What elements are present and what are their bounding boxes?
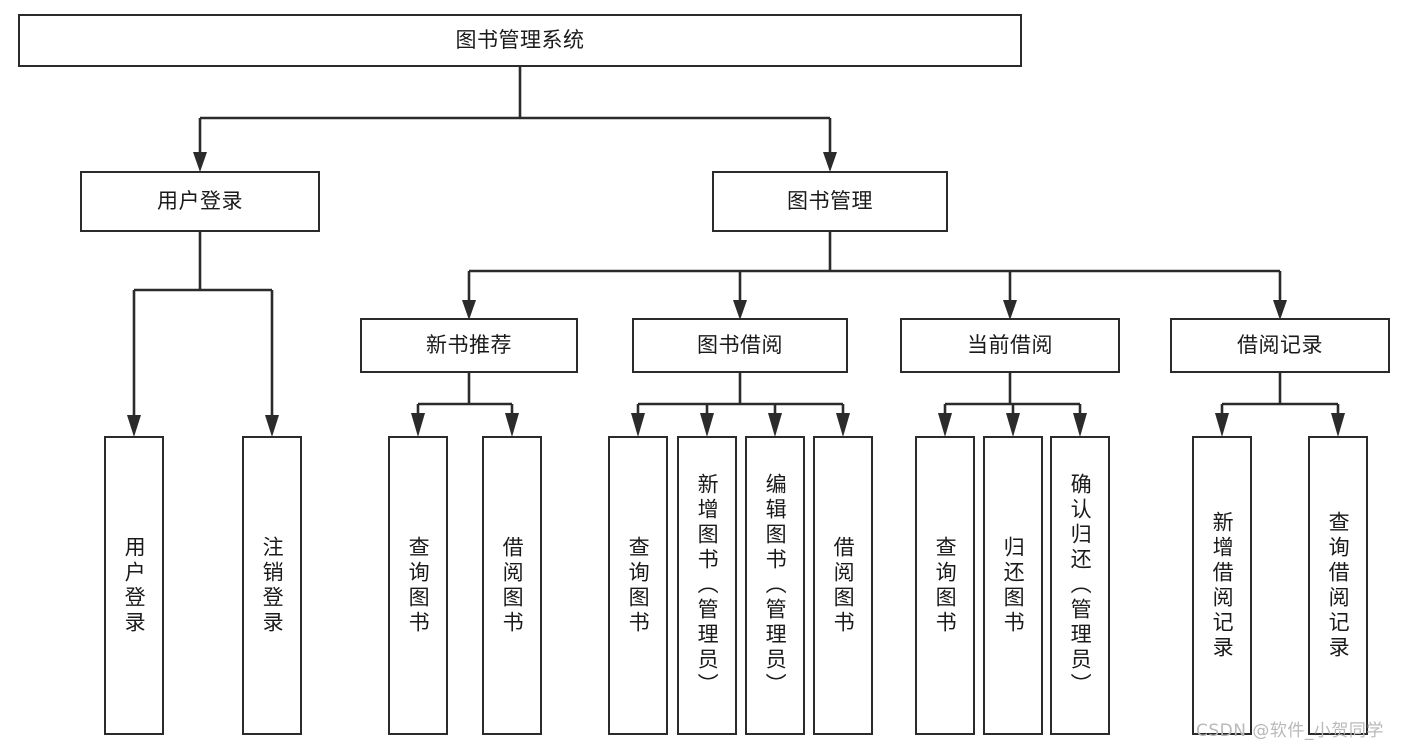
node-borrow-record[interactable]: 借阅记录 [1170,318,1390,373]
node-leaf-user-login-label: 用户登录 [122,535,147,636]
arrowhead-leaf-borrow-book-recommend [505,413,519,437]
node-leaf-confirm-return[interactable]: 确认归还（管理员） [1050,436,1110,735]
arrowhead-book-management [823,152,837,172]
arrowhead-leaf-user-logout [265,415,279,437]
node-leaf-add-book[interactable]: 新增图书（管理员） [677,436,737,735]
node-leaf-query-book-recommend[interactable]: 查询图书 [388,436,448,735]
node-leaf-borrow-book[interactable]: 借阅图书 [813,436,873,735]
arrowhead-borrow-record [1273,300,1287,320]
node-leaf-return-book-label: 归还图书 [1001,535,1026,636]
node-new-book-recommend-label: 新书推荐 [426,333,512,358]
node-leaf-user-logout[interactable]: 注销登录 [242,436,302,735]
node-leaf-query-book-recommend-label: 查询图书 [406,535,431,636]
node-book-borrow[interactable]: 图书借阅 [632,318,848,373]
node-book-management-label: 图书管理 [787,189,873,214]
node-leaf-add-book-label: 新增图书（管理员） [695,473,720,698]
node-leaf-query-book-borrow-label: 查询图书 [626,535,651,636]
node-book-borrow-label: 图书借阅 [697,333,783,358]
node-leaf-query-book-borrow[interactable]: 查询图书 [608,436,668,735]
node-current-borrow-label: 当前借阅 [967,333,1053,358]
arrowhead-new-book-recommend [462,300,476,320]
arrowheads [127,152,1345,437]
arrowhead-leaf-query-book-borrow [631,413,645,437]
arrowhead-leaf-edit-book [768,413,782,437]
node-leaf-borrow-book-recommend[interactable]: 借阅图书 [482,436,542,735]
node-leaf-return-book[interactable]: 归还图书 [983,436,1043,735]
arrowhead-book-borrow [733,300,747,320]
arrowhead-leaf-user-login [127,415,141,437]
node-leaf-query-book-current-label: 查询图书 [933,535,958,636]
node-leaf-edit-book-label: 编辑图书（管理员） [763,473,788,698]
node-new-book-recommend[interactable]: 新书推荐 [360,318,578,373]
node-leaf-user-logout-label: 注销登录 [260,535,285,636]
arrowhead-user-login [193,152,207,172]
arrowhead-leaf-add-book [700,413,714,437]
node-leaf-edit-book[interactable]: 编辑图书（管理员） [745,436,805,735]
node-leaf-query-borrow-record-label: 查询借阅记录 [1326,510,1351,661]
arrowhead-leaf-add-borrow-record [1215,413,1229,437]
node-root-label: 图书管理系统 [455,28,585,53]
node-leaf-confirm-return-label: 确认归还（管理员） [1068,473,1093,698]
arrowhead-leaf-query-book-current [938,413,952,437]
node-borrow-record-label: 借阅记录 [1237,333,1323,358]
node-root[interactable]: 图书管理系统 [18,14,1022,67]
node-book-management[interactable]: 图书管理 [712,171,948,232]
node-leaf-borrow-book-recommend-label: 借阅图书 [500,535,525,636]
arrowhead-leaf-confirm-return [1073,413,1087,437]
node-user-login[interactable]: 用户登录 [80,171,320,232]
node-current-borrow[interactable]: 当前借阅 [900,318,1120,373]
arrowhead-current-borrow [1003,300,1017,320]
arrowhead-leaf-return-book [1006,413,1020,437]
node-user-login-label: 用户登录 [157,189,243,214]
node-leaf-user-login[interactable]: 用户登录 [104,436,164,735]
arrowhead-leaf-borrow-book [836,413,850,437]
node-leaf-query-borrow-record[interactable]: 查询借阅记录 [1308,436,1368,735]
node-leaf-add-borrow-record-label: 新增借阅记录 [1210,510,1235,661]
node-leaf-query-book-current[interactable]: 查询图书 [915,436,975,735]
arrowhead-leaf-query-borrow-record [1331,413,1345,437]
arrowhead-leaf-query-book-recommend [411,413,425,437]
node-leaf-add-borrow-record[interactable]: 新增借阅记录 [1192,436,1252,735]
node-leaf-borrow-book-label: 借阅图书 [831,535,856,636]
